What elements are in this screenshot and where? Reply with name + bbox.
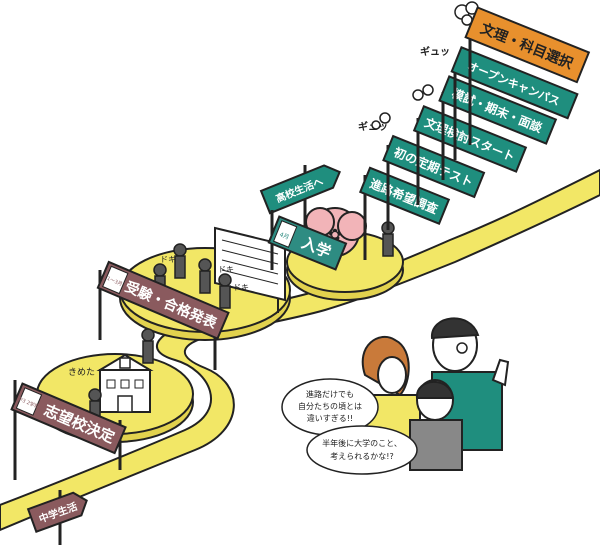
sign-to-high-school: 高校生活へ xyxy=(259,164,341,230)
school-building-icon xyxy=(96,353,154,413)
sfx-gyu-1: ギュッ xyxy=(420,45,450,58)
speech-bubble-2: 半年後に大学のこと、 考えられるかな!? xyxy=(306,425,418,475)
sign-enrollment: 4月 入学 xyxy=(267,210,348,271)
bubble1-line2: 自分たちの頃とは xyxy=(298,401,362,411)
bubble2-line1: 半年後に大学のこと、 xyxy=(322,438,402,448)
bubble1-line1: 進路だけでも xyxy=(306,389,354,399)
sign-junior-high: 中学生活 xyxy=(26,490,88,545)
sign-enrollment-tag: 4月 xyxy=(278,231,290,241)
bubble1-line3: 違いすぎる!! xyxy=(307,413,353,423)
results-board-icon xyxy=(214,226,286,313)
bubble2-line2: 考えられるかな!? xyxy=(330,452,393,461)
sfx-doki-2: ドキ xyxy=(218,265,234,274)
sfx-kimeta: きめた xyxy=(68,367,95,378)
sfx-doki-3: ドキ xyxy=(233,283,249,292)
sfx-doki-1: ドキ xyxy=(160,255,176,264)
sign-exam-tag: 1〜3月 xyxy=(106,276,123,288)
